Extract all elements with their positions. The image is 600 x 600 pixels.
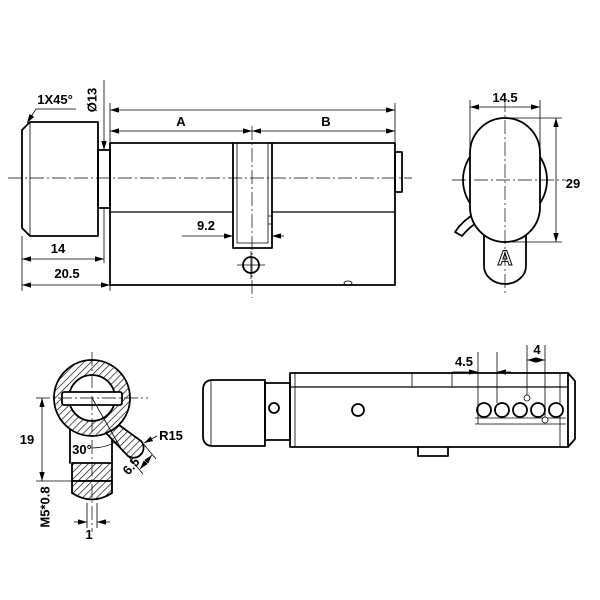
shaft-pin (268, 402, 280, 414)
lobe-extension-inner (127, 455, 144, 475)
tumbler-pin (530, 402, 546, 418)
reference-hole-lower (541, 416, 549, 424)
cylinder-body (109, 142, 396, 286)
thumb-turn-knob (21, 121, 99, 237)
lobe-width-dimension (139, 454, 153, 470)
end-view: A 14.5 29 (452, 90, 580, 294)
front-view: A B 1X45° Ø13 9.2 14 20.5 (8, 80, 412, 298)
screw-hole-crosshair (237, 251, 265, 279)
end-collar (394, 151, 403, 193)
angle-label: 30° (72, 442, 92, 457)
tumbler-pin (476, 402, 492, 418)
body-pin (351, 403, 365, 417)
cam-lobe (105, 424, 145, 459)
knob-shaft (97, 149, 111, 209)
height-label: 19 (20, 432, 34, 447)
side-knob (202, 379, 266, 447)
tumbler-pin (512, 402, 528, 418)
angle-reference-line (91, 397, 124, 453)
angle-arc (91, 440, 118, 449)
height-label: 29 (566, 176, 580, 191)
side-body (289, 372, 569, 448)
lobe-extension-outer (140, 440, 157, 460)
shaft-diameter-label: Ø13 (85, 88, 100, 113)
thread-label: M5*0.8 (38, 486, 53, 527)
pin-offset-label: 4.5 (455, 354, 473, 369)
length-a-label: A (176, 114, 186, 129)
length-b-label: B (321, 114, 330, 129)
reference-hole-upper (523, 394, 531, 402)
radius-label: R15 (159, 428, 183, 443)
cam-slot-outer (232, 142, 273, 249)
overall-knob-label: 20.5 (54, 266, 79, 281)
side-view: 4.5 4 (202, 342, 576, 457)
radius-leader (143, 435, 158, 444)
cam-notch (268, 215, 272, 225)
lobe-width-label: 6.5 (119, 454, 142, 477)
offset-label: 1 (85, 527, 92, 542)
tumbler-pin (548, 402, 564, 418)
tumbler-pin (494, 402, 510, 418)
cam-section: 30° R15 6.5 19 M5*0.8 1 (20, 352, 183, 542)
chamfer-leader (26, 108, 76, 124)
knob-length-label: 14 (51, 241, 66, 256)
cam-slot-top (411, 373, 453, 387)
cam-slot-inner (236, 143, 269, 244)
chamfer-label: 1X45° (37, 92, 73, 107)
side-body-end (567, 372, 576, 448)
width-label: 14.5 (492, 90, 517, 105)
drain-hole (343, 280, 353, 286)
side-cam (417, 446, 449, 457)
pin-spacing-label: 4 (533, 342, 541, 357)
cam-offset-label: 9.2 (197, 218, 215, 233)
